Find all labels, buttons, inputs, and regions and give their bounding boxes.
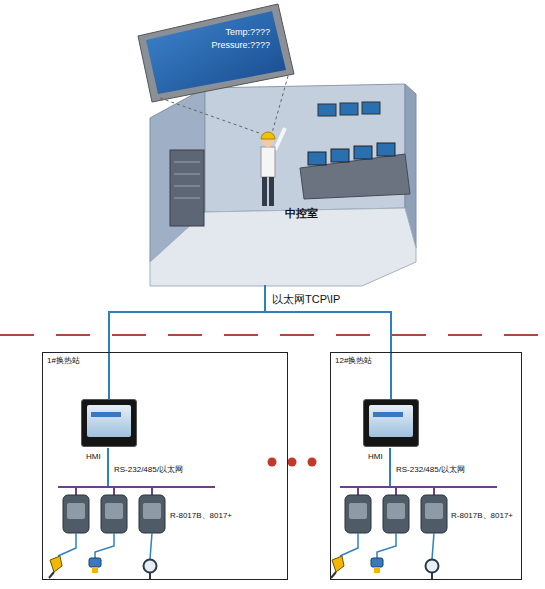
person-leg [262,177,267,206]
control-room: 中控室 [150,85,415,285]
hmi-panel: HMI [81,399,137,447]
monitor-screen: Temp:????Pressure:???? [192,26,272,52]
console-monitor [308,152,326,165]
network-cable [109,285,265,399]
hmi-screen-bar [91,412,121,417]
person-leg [269,177,274,206]
station-title: 1#换热站 [47,355,80,366]
hmi-panel: HMI [363,399,419,447]
device-label: HMI [86,452,101,461]
monitor-screen-surface [146,11,286,94]
hmi-screen-bar [373,412,403,417]
rack-slot [174,174,200,175]
wall-screen [362,102,380,114]
device-label: HMI [368,452,383,461]
rack-slot [174,186,200,187]
console-monitor [354,146,372,159]
ellipsis-dot [308,458,317,467]
module-label: R-8017B、8017+ [451,510,513,521]
console-monitor [331,149,349,162]
hard-hat [261,132,275,139]
screen-reading: Pressure:???? [211,39,270,52]
console-monitor [377,143,395,156]
leader-line [160,98,262,134]
hmi-screen [369,405,413,437]
module-label: R-8017B、8017+ [170,510,232,521]
screen-reading: Temp:???? [225,26,270,39]
wall-screen [340,103,358,115]
boundary-line [0,334,545,336]
wall-screen [318,104,336,116]
rack-slot [174,162,200,163]
display-monitor [138,4,294,134]
server-rack [170,150,204,226]
bus-label: RS-232/485/以太网 [114,464,183,475]
bus-label: RS-232/485/以太网 [396,464,465,475]
control-room-illustration [150,84,416,286]
ellipsis-dot [288,458,297,467]
room-title: 中控室 [285,206,318,221]
person-body [261,147,275,177]
network-cable [265,285,391,399]
rack-slot [174,198,200,199]
monitor-frame [138,4,294,102]
leader-line [272,76,288,133]
hmi-screen [87,405,131,437]
person-arm [275,128,285,150]
network-label: 以太网TCP\IP [272,292,340,307]
station-title: 12#换热站 [335,355,372,366]
ellipsis-dot [268,458,277,467]
